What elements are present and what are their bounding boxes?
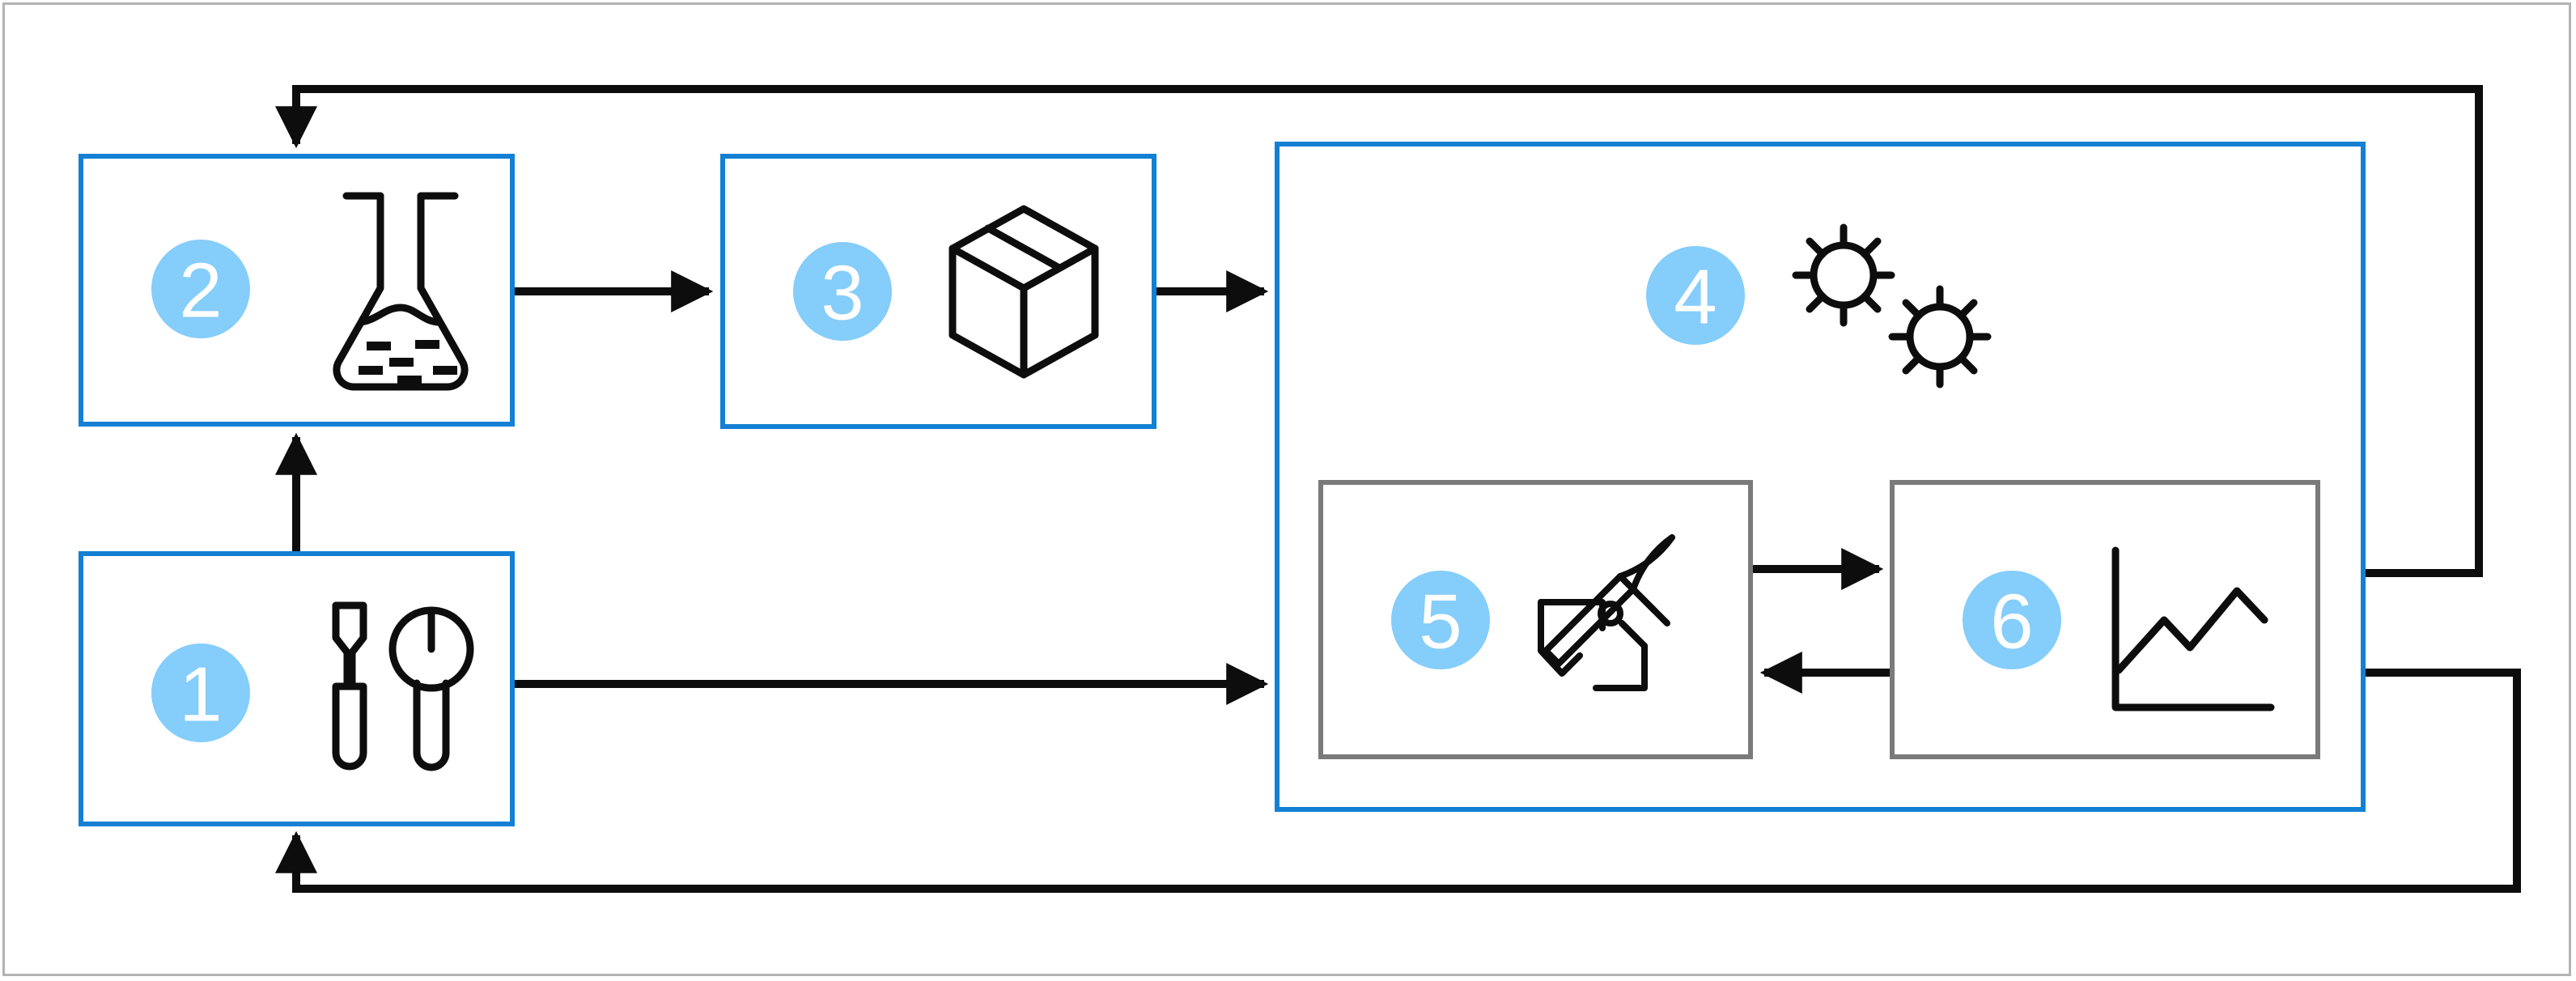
node-3-box[interactable]	[720, 154, 1156, 429]
erlenmeyer-flask-icon	[333, 192, 469, 391]
connector-6-to-2-feedback	[275, 85, 2483, 577]
node-1-badge: 1	[151, 643, 250, 742]
node-4-number: 4	[1674, 254, 1717, 341]
rocket-icon	[1538, 534, 1675, 691]
node-1-number: 1	[179, 652, 222, 738]
node-5-box[interactable]	[1318, 480, 1753, 759]
node-6-number: 6	[1990, 579, 2033, 665]
node-6-badge: 6	[1963, 571, 2061, 669]
node-2-number: 2	[179, 248, 222, 334]
microbes-germs-icon	[1792, 223, 1992, 389]
connector-6-to-1-feedback	[275, 669, 2521, 893]
node-3-badge: 3	[793, 242, 892, 341]
node-3-number: 3	[821, 250, 864, 337]
line-chart-icon	[2111, 546, 2275, 711]
package-box-icon	[948, 205, 1099, 379]
node-6-box[interactable]	[1890, 480, 2320, 759]
node-2-badge: 2	[151, 240, 250, 338]
node-5-badge: 5	[1391, 571, 1490, 669]
node-4-badge: 4	[1646, 246, 1745, 345]
node-5-number: 5	[1419, 579, 1462, 665]
tools-screwdriver-wrench-icon	[332, 601, 474, 771]
